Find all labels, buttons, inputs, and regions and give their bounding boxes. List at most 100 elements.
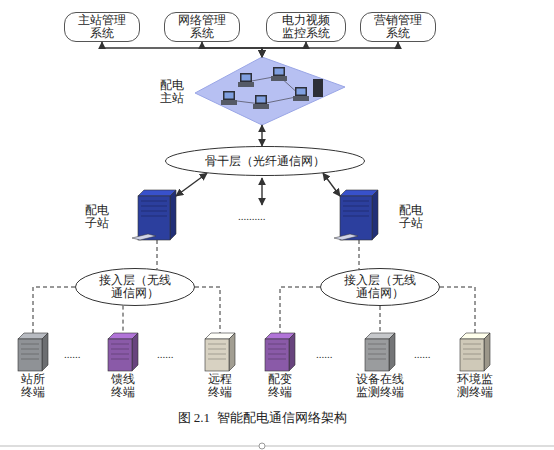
device-side bbox=[170, 190, 176, 240]
workstation-base bbox=[293, 96, 309, 101]
terminal-device: 远程终端 bbox=[205, 333, 235, 371]
terminal-device: 站所终端 bbox=[18, 333, 48, 371]
network-link bbox=[202, 42, 262, 57]
node-shape bbox=[138, 190, 176, 240]
layer-ellipse: 骨干层（光纤通信网） bbox=[165, 146, 365, 176]
terminal-device: 设备在线监测终端 bbox=[365, 333, 395, 371]
workstation-monitor bbox=[223, 91, 235, 100]
workstation-screen bbox=[275, 69, 284, 75]
workstation-screen bbox=[257, 97, 266, 103]
figure-caption: 图 2.1 智能配电通信网络架构 bbox=[0, 410, 524, 425]
ellipse-outline bbox=[321, 269, 440, 306]
wireless-link bbox=[280, 287, 320, 333]
substation-server: 配电子站 bbox=[340, 190, 378, 240]
device-slot bbox=[141, 206, 167, 207]
device-slot bbox=[21, 359, 39, 360]
node-shape bbox=[460, 333, 490, 371]
device-side bbox=[372, 190, 378, 240]
device-slot bbox=[343, 211, 369, 212]
node-label: 站所终端 bbox=[20, 373, 46, 399]
node-shape bbox=[195, 57, 345, 125]
device-slot bbox=[141, 201, 167, 202]
ellipsis-mark: ...... bbox=[316, 348, 333, 360]
node-label: 电力视频监控系统 bbox=[282, 14, 330, 40]
device-side bbox=[42, 333, 48, 371]
device-slot bbox=[368, 354, 386, 355]
workstation-monitor bbox=[240, 73, 252, 82]
network-link bbox=[262, 42, 398, 57]
device-slot bbox=[463, 359, 481, 360]
workstation-monitor bbox=[255, 95, 267, 104]
node-label: 配电子站 bbox=[398, 204, 424, 230]
workstation-monitor bbox=[273, 67, 285, 76]
device-front bbox=[365, 339, 389, 371]
wireless-link bbox=[157, 240, 158, 269]
node-label: 设备在线监测终端 bbox=[355, 373, 405, 399]
device-slot bbox=[111, 349, 129, 350]
device-slot bbox=[21, 344, 39, 345]
layer-ellipse: 接入层（无线通信网） bbox=[75, 268, 195, 306]
device-slot bbox=[21, 349, 39, 350]
device-front bbox=[460, 339, 484, 371]
device-slot bbox=[268, 354, 286, 355]
device-top bbox=[138, 190, 176, 196]
device-slot bbox=[111, 359, 129, 360]
workstation-base bbox=[253, 104, 269, 109]
node-shape bbox=[340, 190, 378, 240]
device-front bbox=[18, 339, 42, 371]
network-link bbox=[323, 173, 340, 196]
layer-ellipse: 接入层（无线通信网） bbox=[320, 268, 440, 306]
device-slot bbox=[208, 359, 226, 360]
device-side bbox=[389, 333, 395, 371]
device-side bbox=[229, 333, 235, 371]
node-label: 远程终端 bbox=[207, 373, 233, 399]
node-label: 馈线终端 bbox=[110, 373, 136, 399]
device-slot bbox=[463, 344, 481, 345]
node-label: 配电子站 bbox=[84, 204, 110, 230]
ellipse-outline bbox=[166, 147, 365, 176]
workstation-screen bbox=[297, 89, 306, 95]
network-link bbox=[176, 173, 207, 196]
device-slot bbox=[343, 206, 369, 207]
network-link bbox=[261, 125, 262, 146]
device-top bbox=[340, 190, 378, 196]
ellipse-outline bbox=[76, 269, 195, 306]
device-slot bbox=[268, 344, 286, 345]
wireless-link bbox=[123, 306, 124, 333]
node-shape bbox=[365, 333, 395, 371]
node-shape bbox=[18, 333, 48, 371]
device-slot bbox=[208, 354, 226, 355]
device-front bbox=[138, 196, 170, 240]
device-slot bbox=[368, 349, 386, 350]
node-label: 接入层（无线通信网） bbox=[97, 274, 173, 300]
wireless-link bbox=[440, 287, 475, 333]
device-slot bbox=[111, 354, 129, 355]
device-slot bbox=[268, 349, 286, 350]
system-box: 电力视频监控系统 bbox=[266, 12, 346, 42]
branch-arrow bbox=[261, 178, 262, 205]
node-label: 网络管理系统 bbox=[178, 14, 226, 40]
wireless-link bbox=[195, 287, 220, 333]
node-label: 营销管理系统 bbox=[374, 14, 422, 40]
device-slot bbox=[268, 359, 286, 360]
device-slot bbox=[368, 359, 386, 360]
device-front bbox=[265, 339, 289, 371]
workstation-screen bbox=[225, 93, 234, 99]
terminal-device: 馈线终端 bbox=[108, 333, 138, 371]
device-front bbox=[205, 339, 229, 371]
device-slot bbox=[463, 349, 481, 350]
node-label: 环境监测终端 bbox=[456, 373, 494, 399]
device-slot bbox=[111, 344, 129, 345]
ellipsis-mark: ...... bbox=[157, 348, 174, 360]
master-station: 配电主站 bbox=[195, 57, 345, 125]
server-tower bbox=[313, 79, 323, 97]
station-network bbox=[229, 76, 301, 104]
page-rule bbox=[0, 446, 554, 447]
ellipsis-mark: ...... bbox=[414, 348, 431, 360]
rule-marker bbox=[259, 443, 265, 449]
station-plane bbox=[195, 57, 345, 125]
workstation-base bbox=[238, 82, 254, 87]
node-label: 骨干层（光纤通信网） bbox=[205, 155, 325, 168]
device-side bbox=[132, 333, 138, 371]
